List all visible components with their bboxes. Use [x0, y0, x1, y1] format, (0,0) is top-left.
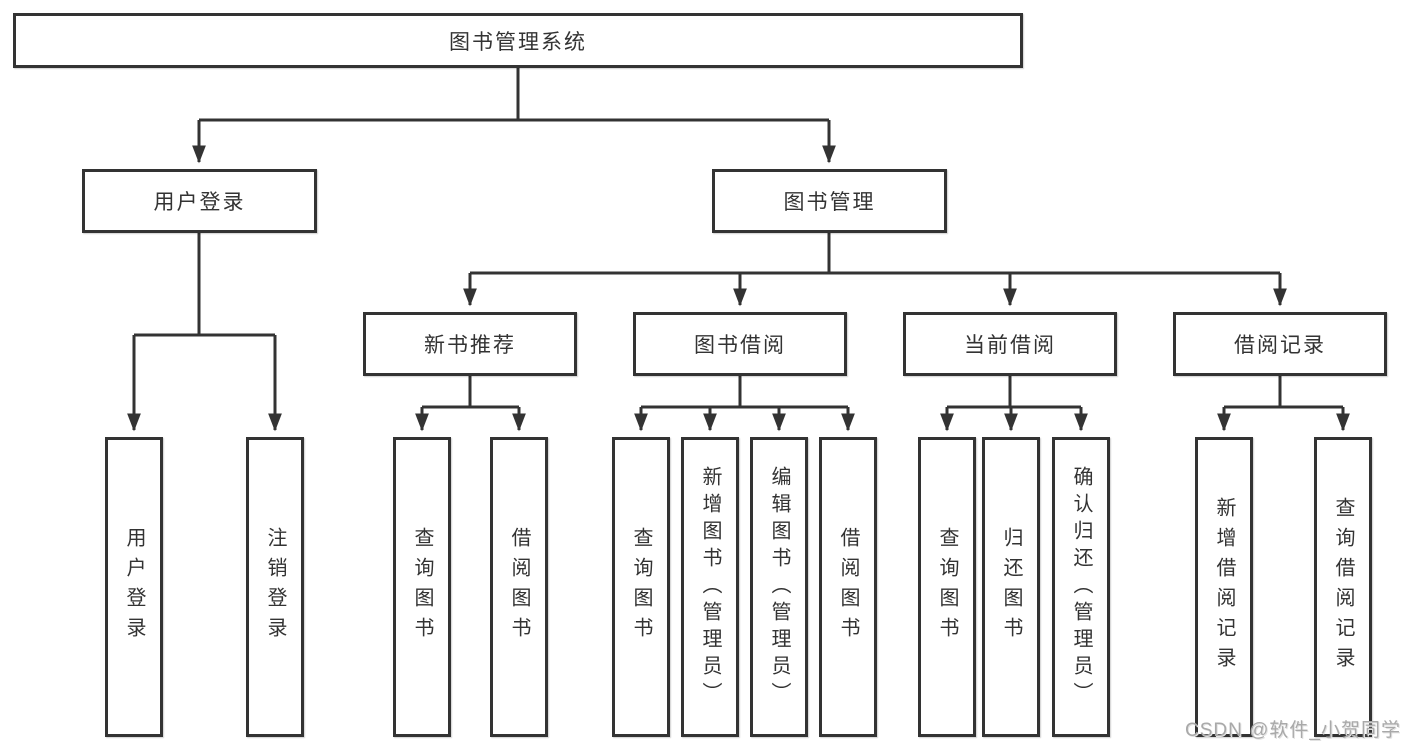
leaf-query-borrow-record: 查询借阅记录 — [1314, 437, 1372, 737]
leaf-logout: 注销登录 — [246, 437, 304, 737]
leaf-borrow-book-recommend: 借阅图书 — [490, 437, 548, 737]
leaf-query-book-current: 查询图书 — [918, 437, 976, 737]
node-user-login: 用户登录 — [82, 169, 317, 233]
node-book-borrow: 图书借阅 — [633, 312, 847, 376]
node-library-management-system: 图书管理系统 — [13, 13, 1023, 68]
node-book-management: 图书管理 — [712, 169, 947, 233]
node-borrow-records: 借阅记录 — [1173, 312, 1387, 376]
leaf-query-book-recommend: 查询图书 — [393, 437, 451, 737]
leaf-user-login: 用户登录 — [105, 437, 163, 737]
csdn-watermark: CSDN @软件_小贺同学 — [1185, 720, 1401, 741]
node-current-borrow: 当前借阅 — [903, 312, 1117, 376]
leaf-add-book-admin: 新增图书（管理员） — [681, 437, 739, 737]
leaf-edit-book-admin: 编辑图书（管理员） — [750, 437, 808, 737]
leaf-return-book: 归还图书 — [982, 437, 1040, 737]
node-new-book-recommend: 新书推荐 — [363, 312, 577, 376]
leaf-confirm-return-admin: 确认归还（管理员） — [1052, 437, 1110, 737]
leaf-add-borrow-record: 新增借阅记录 — [1195, 437, 1253, 737]
leaf-query-book-borrow: 查询图书 — [612, 437, 670, 737]
leaf-borrow-book: 借阅图书 — [819, 437, 877, 737]
